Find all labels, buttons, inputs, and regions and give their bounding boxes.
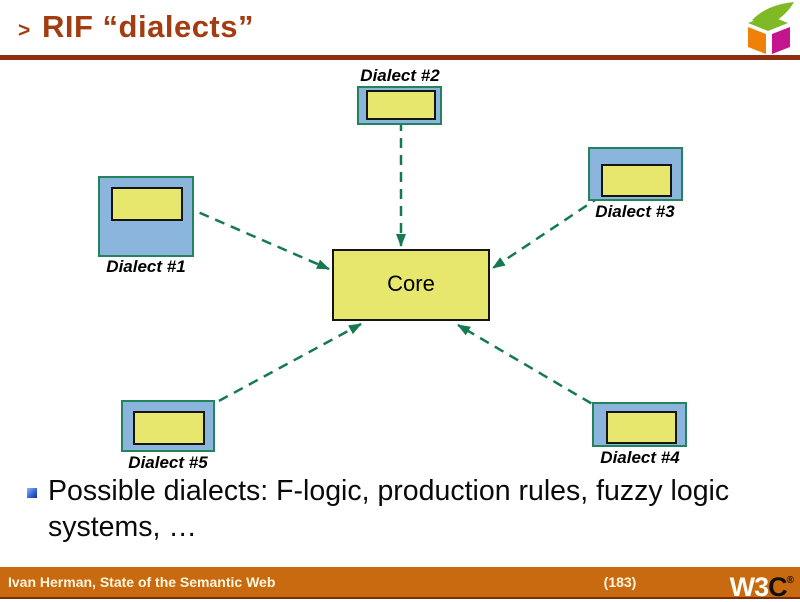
core-box: Core <box>332 249 490 321</box>
dialect-5-inner-box <box>133 411 205 445</box>
dialect-2-inner-box <box>366 90 436 120</box>
footer-bar <box>0 567 800 597</box>
page-title: RIF “dialects” <box>42 9 254 44</box>
dialect-5-box <box>121 400 215 452</box>
w3c-logo: W3C® <box>730 568 794 601</box>
page-number: (183) <box>603 574 637 590</box>
arrow-dialect4-to-core <box>457 323 607 414</box>
dialect-1-inner-box <box>111 187 183 221</box>
w3c-logo-registered-mark: ® <box>786 575 794 586</box>
w3c-logo-w3: W3 <box>729 572 769 602</box>
dialect-4-box <box>592 402 687 447</box>
dialect-4-inner-box <box>606 411 677 444</box>
dialect-3-label: Dialect #3 <box>595 202 675 221</box>
footer-bottom-line <box>0 597 800 599</box>
w3c-logo-c: C <box>768 572 787 602</box>
dialect-3-box <box>588 147 683 201</box>
dialect-4-label: Dialect #4 <box>600 448 680 467</box>
dialect-5-label: Dialect #5 <box>128 453 208 472</box>
dialect-3-inner-box <box>601 164 672 197</box>
dialect-1-box <box>98 176 194 257</box>
semantic-web-cube-logo-icon <box>748 2 794 54</box>
footer-credit: Ivan Herman, State of the Semantic Web <box>8 574 276 590</box>
arrow-dialect5-to-core <box>203 322 362 411</box>
dialect-1-label: Dialect #1 <box>106 257 186 276</box>
title-chevron: > <box>18 19 31 42</box>
arrow-dialect1-to-core <box>183 204 330 271</box>
dialect-2-box <box>357 86 442 125</box>
title-rule <box>0 55 800 60</box>
bullet-text: Possible dialects: F-logic, production r… <box>48 475 730 543</box>
bullet-icon <box>27 488 37 498</box>
dialect-2-label: Dialect #2 <box>360 66 440 85</box>
